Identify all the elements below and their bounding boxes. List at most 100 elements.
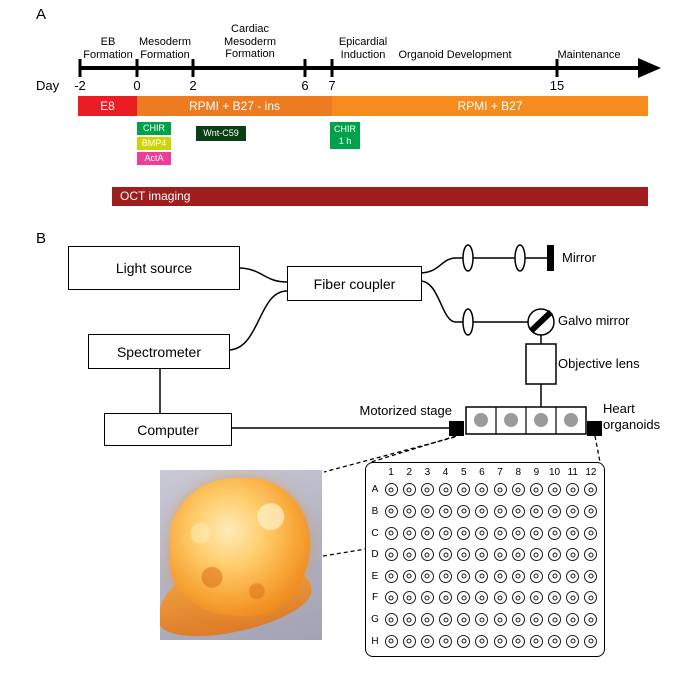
galvo-mirror-icon — [527, 308, 555, 336]
well — [402, 613, 416, 627]
well — [475, 591, 489, 605]
well — [439, 548, 453, 562]
plate-column-label: 8 — [515, 466, 522, 478]
well — [420, 569, 434, 583]
well — [529, 591, 543, 605]
well — [439, 504, 453, 518]
plate-row-label: F — [371, 592, 379, 604]
plate-row-label: E — [371, 570, 379, 582]
treatment-wnt-c59: Wnt-C59 — [196, 126, 246, 141]
well — [511, 504, 525, 518]
well — [566, 634, 580, 648]
plate-row-label: C — [371, 527, 379, 539]
day-axis-label: Day — [36, 78, 60, 93]
treatment-acta: ActA — [137, 152, 171, 165]
fiber-coupler-reference-arm — [419, 257, 457, 274]
well — [402, 526, 416, 540]
well — [566, 569, 580, 583]
oct-imaging-bar: OCT imaging — [112, 187, 648, 206]
lens-icon — [514, 244, 526, 272]
motorized-stage-label: Motorized stage — [359, 403, 453, 418]
well — [457, 591, 471, 605]
day-number: 15 — [549, 78, 565, 93]
well — [457, 526, 471, 540]
well — [475, 634, 489, 648]
organoid-oct-image — [160, 470, 322, 640]
well — [402, 634, 416, 648]
well — [384, 548, 398, 562]
well — [439, 613, 453, 627]
panel-a-label: A — [36, 6, 47, 23]
plate-column-label: 10 — [549, 466, 561, 478]
well — [548, 613, 562, 627]
stage-well-organoid — [534, 413, 548, 427]
well — [384, 613, 398, 627]
well — [475, 526, 489, 540]
stage-well-organoid — [504, 413, 518, 427]
well — [420, 526, 434, 540]
well — [457, 634, 471, 648]
galvo-mirror-label: Galvo mirror — [558, 313, 630, 328]
well — [475, 504, 489, 518]
phase-cardiac-mesoderm: Cardiac Mesoderm Formation — [224, 23, 276, 61]
phase-mesoderm-formation: Mesoderm Formation — [139, 36, 191, 61]
stage-block-left — [449, 421, 464, 436]
phase-organoid-development: Organoid Development — [398, 49, 512, 61]
computer-box: Computer — [104, 413, 232, 446]
well — [475, 569, 489, 583]
well — [548, 548, 562, 562]
well — [475, 548, 489, 562]
lens-icon — [462, 308, 474, 336]
well — [384, 569, 398, 583]
well — [384, 591, 398, 605]
well — [584, 569, 598, 583]
well — [493, 548, 507, 562]
well — [548, 483, 562, 497]
mirror-icon — [547, 245, 554, 271]
well — [384, 634, 398, 648]
plate-column-label: 1 — [388, 466, 394, 478]
treatment-chir-1h: CHIR 1 h — [330, 122, 360, 149]
well — [566, 613, 580, 627]
heart-organoids-label: Heart organoids — [603, 401, 661, 432]
dashed-zoom-line — [594, 435, 601, 463]
well — [457, 569, 471, 583]
sample-holder — [465, 406, 587, 435]
well — [566, 591, 580, 605]
plate-column-label: 6 — [479, 466, 485, 478]
well — [493, 569, 507, 583]
objective-lens-label: Objective lens — [558, 356, 640, 371]
mirror-label: Mirror — [562, 250, 596, 265]
phase-eb-formation: EB Formation — [83, 36, 133, 61]
organoid-body — [170, 478, 310, 616]
day-number: 7 — [328, 78, 336, 93]
well — [548, 504, 562, 518]
well — [511, 569, 525, 583]
galvo-mirror-surface — [528, 309, 554, 334]
plate-column-label: 3 — [424, 466, 431, 478]
well — [457, 504, 471, 518]
day-number: 6 — [301, 78, 309, 93]
day-number: 2 — [189, 78, 197, 93]
objective-lens-icon — [525, 343, 557, 385]
fiber-lightsource-coupler — [237, 267, 288, 283]
plate-row-label: G — [371, 614, 379, 626]
plate-column-label: 2 — [406, 466, 413, 478]
stage-well-organoid — [564, 413, 578, 427]
well — [511, 591, 525, 605]
well — [548, 569, 562, 583]
well — [457, 613, 471, 627]
well — [511, 548, 525, 562]
well — [529, 613, 543, 627]
fiber-coupler-sample-arm — [419, 280, 457, 323]
well — [384, 483, 398, 497]
well — [493, 483, 507, 497]
well — [457, 483, 471, 497]
media-bar-rpmi-b27-ins: RPMI + B27 - ins — [137, 96, 332, 116]
plate-column-label: 5 — [460, 466, 467, 478]
well — [493, 591, 507, 605]
well — [457, 548, 471, 562]
well — [529, 504, 543, 518]
media-bar-e8: E8 — [78, 96, 137, 116]
